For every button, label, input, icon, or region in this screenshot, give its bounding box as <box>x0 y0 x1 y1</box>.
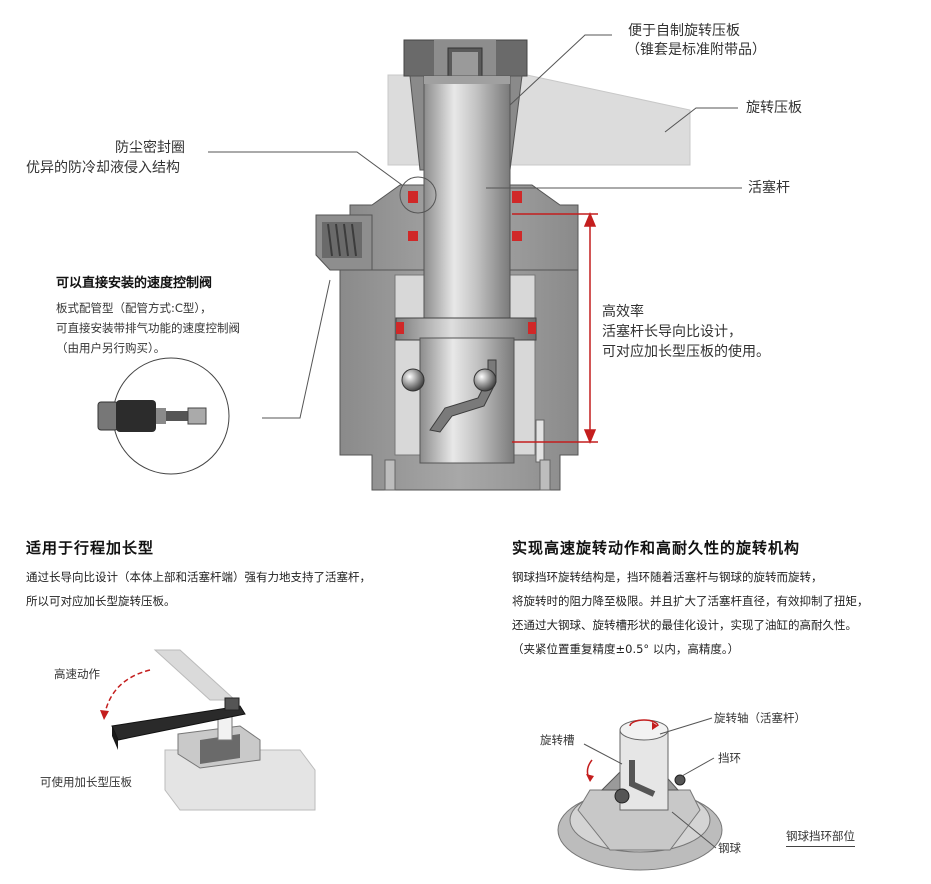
guide-pins <box>384 419 551 491</box>
rotation-shaft-label: 旋转轴（活塞杆） <box>714 711 806 725</box>
mechanism-line-4: （夹紧位置重复精度±0.5° 以内，高精度。） <box>512 642 740 656</box>
retaining-ring-label: 挡环 <box>718 751 741 765</box>
long-stroke-title: 适用于行程加长型 <box>26 539 155 557</box>
speed-valve-title: 可以直接安装的速度控制阀 <box>56 276 213 291</box>
coolant-structure-label: 优异的防冷却液侵入结构 <box>26 160 180 176</box>
valve-port <box>315 214 373 271</box>
rotation-groove-label: 旋转槽 <box>540 733 575 747</box>
valve-nut-icon <box>97 401 119 431</box>
steel-ball-left <box>401 368 425 392</box>
speed-valve-image <box>97 357 230 475</box>
piston-rod-label: 活塞杆 <box>748 180 790 196</box>
efficiency-desc-2: 可对应加长型压板的使用。 <box>602 344 770 360</box>
speed-valve-line-2: 可直接安装带排气功能的速度控制阀 <box>56 321 240 335</box>
ball-icon <box>614 788 630 804</box>
piston-rod <box>423 75 511 322</box>
motion-arrow-icon <box>103 669 151 719</box>
rotate-plate-label: 旋转压板 <box>746 100 802 116</box>
leader-lines <box>208 34 742 419</box>
mechanism-line-3: 还通过大钢球、旋转槽形状的最佳化设计，实现了油缸的高耐久性。 <box>512 618 857 632</box>
clamp-cross-section <box>208 34 742 491</box>
steel-ball-right <box>473 368 497 392</box>
stroke-dimension <box>512 212 598 444</box>
mechanism-title: 实现高速旋转动作和高耐久性的旋转机构 <box>512 539 801 557</box>
long-plate-label: 可使用加长型压板 <box>40 775 132 789</box>
mechanism-line-2: 将旋转时的阻力降至极限。并且扩大了活塞杆直径，有效抑制了扭矩， <box>512 594 869 608</box>
speed-valve-line-1: 板式配管型（配管方式:C型）， <box>56 301 212 315</box>
mechanism-line-1: 钢球挡环旋转结构是，挡环随着活塞杆与钢球的旋转而旋转， <box>512 570 823 584</box>
high-speed-label: 高速动作 <box>54 667 100 681</box>
dust-seal-label: 防尘密封圈 <box>115 140 185 156</box>
efficiency-desc-1: 活塞杆长导向比设计， <box>602 324 742 340</box>
rotation-groove <box>429 359 497 433</box>
ball-ring-part-label: 钢球挡环部位 <box>786 826 855 847</box>
long-stroke-line-1: 通过长导向比设计（本体上部和活塞杆端）强有力地支持了活塞杆， <box>26 570 371 584</box>
ball-ring-illustration <box>557 717 723 871</box>
seals <box>396 191 536 334</box>
long-stroke-line-2: 所以可对应加长型旋转压板。 <box>26 594 176 608</box>
cone-sleeve-note: （锥套是标准附带品） <box>626 42 766 58</box>
speed-valve-line-3: （由用户另行购买）。 <box>56 341 166 355</box>
piston <box>395 317 537 464</box>
self-rotate-label: 便于自制旋转压板 <box>628 23 740 39</box>
long-plate-illustration <box>100 649 316 811</box>
steel-ball-label: 钢球 <box>718 841 741 855</box>
dust-seal-marker <box>399 176 437 214</box>
efficiency-label: 高效率 <box>602 304 644 320</box>
